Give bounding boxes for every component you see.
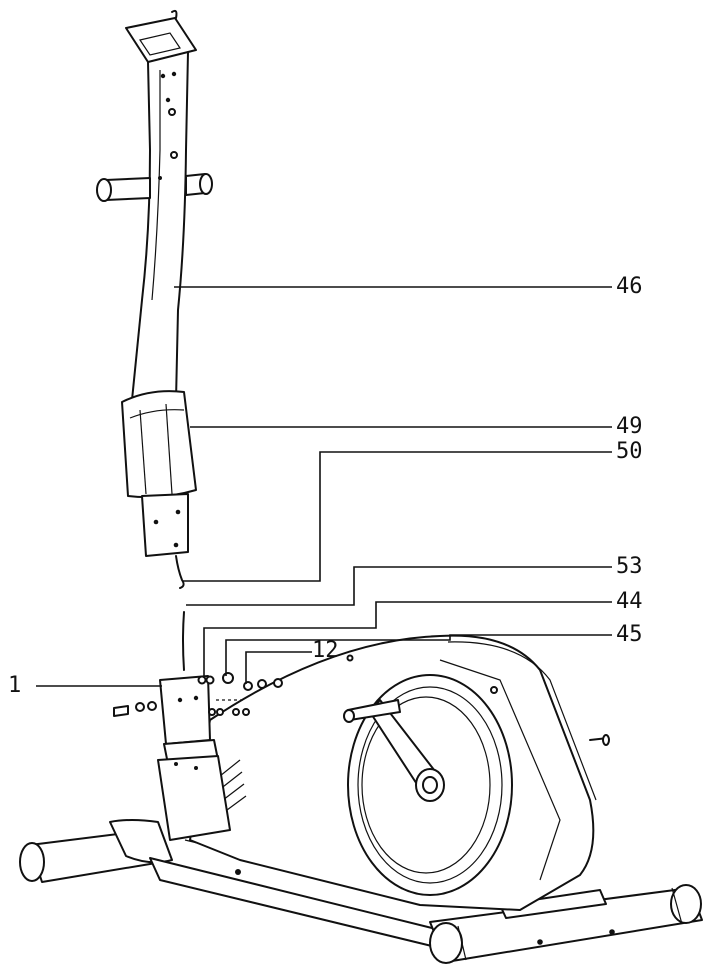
leader-lines — [36, 286, 612, 687]
lower-post-receiver — [157, 611, 231, 841]
callout-45: 45 — [616, 622, 643, 647]
handlebar-post — [96, 9, 213, 401]
callout-50: 50 — [616, 439, 643, 464]
callout-1: 1 — [8, 673, 22, 698]
callout-46: 46 — [616, 274, 643, 299]
callout-49: 49 — [616, 414, 643, 439]
post-cover-sleeve — [121, 390, 197, 499]
callout-44: 44 — [616, 589, 643, 614]
hardware-bolts — [113, 672, 283, 717]
main-frame — [19, 634, 703, 964]
callout-53: 53 — [616, 554, 643, 579]
post-lower-tube — [141, 493, 189, 589]
callout-12: 12 — [312, 638, 339, 663]
